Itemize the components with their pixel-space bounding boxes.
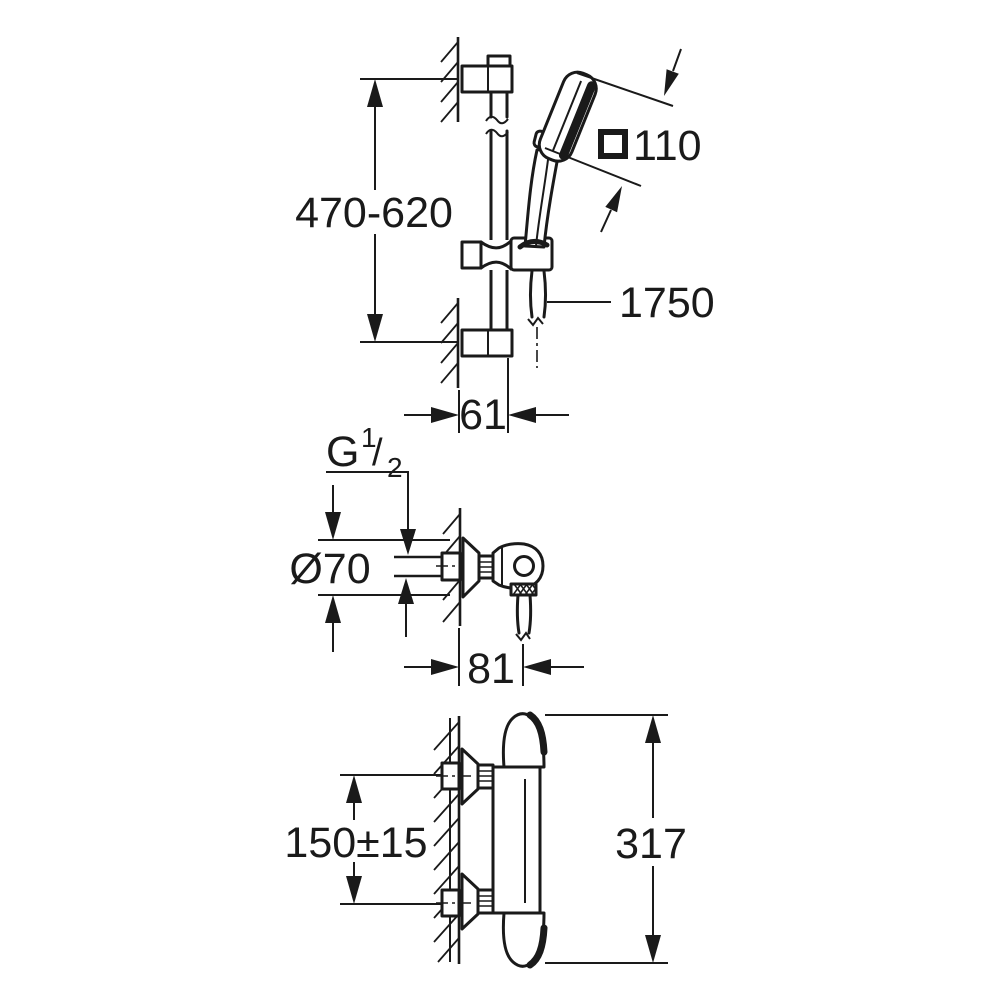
shower-hose bbox=[529, 269, 547, 319]
rail-end-cap bbox=[486, 54, 512, 68]
head-width-value: 110 bbox=[633, 122, 702, 170]
dim-hose-length: 1750 bbox=[547, 279, 715, 327]
dim-escutcheon-diameter: Ø70 bbox=[289, 485, 450, 652]
thread-denominator: 2 bbox=[387, 452, 403, 483]
inlet-union-top bbox=[436, 747, 495, 806]
inlet-union-bottom bbox=[436, 872, 495, 931]
wall-hatch-thermostat bbox=[433, 721, 460, 963]
shower-valve-assembly: G 1 / 2 Ø70 81 bbox=[289, 422, 584, 693]
thread-numerator: 1 bbox=[361, 422, 377, 453]
knurl-pattern bbox=[512, 583, 537, 596]
valve-hose bbox=[515, 593, 533, 635]
supply-pipe bbox=[394, 555, 442, 578]
dim-head-width: 110 bbox=[544, 48, 702, 233]
thread-slash: / bbox=[372, 432, 383, 474]
square-symbol bbox=[598, 129, 628, 159]
thermostat-body bbox=[491, 765, 542, 915]
thread-letter: G bbox=[326, 428, 359, 476]
shower-holder bbox=[460, 236, 554, 272]
dim-overall-height: 317 bbox=[545, 714, 687, 964]
dim-valve-depth: 81 bbox=[404, 628, 584, 693]
wall-hatch-top bbox=[440, 41, 459, 123]
dim-inlet-spacing: 150±15 bbox=[284, 774, 441, 905]
dim-rail-height: 470-620 bbox=[295, 78, 457, 343]
hose-break-mark bbox=[527, 316, 544, 327]
valve-depth-value: 81 bbox=[467, 645, 515, 693]
hand-shower bbox=[517, 70, 598, 250]
valve-port bbox=[513, 555, 535, 577]
hose-length-value: 1750 bbox=[619, 279, 715, 327]
dim-thread-size: G 1 / 2 bbox=[326, 422, 416, 637]
rail-break-mark bbox=[485, 115, 509, 138]
hand-shower-head bbox=[537, 70, 598, 163]
slide-rail bbox=[489, 90, 509, 358]
escutcheon-diameter-value: Ø70 bbox=[289, 545, 370, 593]
slide-bar-assembly: 470-620 61 110 1750 bbox=[295, 37, 715, 439]
overall-height-value: 317 bbox=[615, 820, 687, 868]
rail-offset-value: 61 bbox=[459, 391, 507, 439]
wall-hatch-bottom bbox=[440, 302, 459, 384]
inlet-spacing-value: 150±15 bbox=[284, 819, 427, 867]
thermostat-assembly: 150±15 317 bbox=[284, 711, 687, 969]
escutcheon-cone bbox=[461, 536, 481, 599]
dim-rail-wall-offset: 61 bbox=[404, 358, 569, 439]
rail-height-value: 470-620 bbox=[295, 189, 453, 237]
